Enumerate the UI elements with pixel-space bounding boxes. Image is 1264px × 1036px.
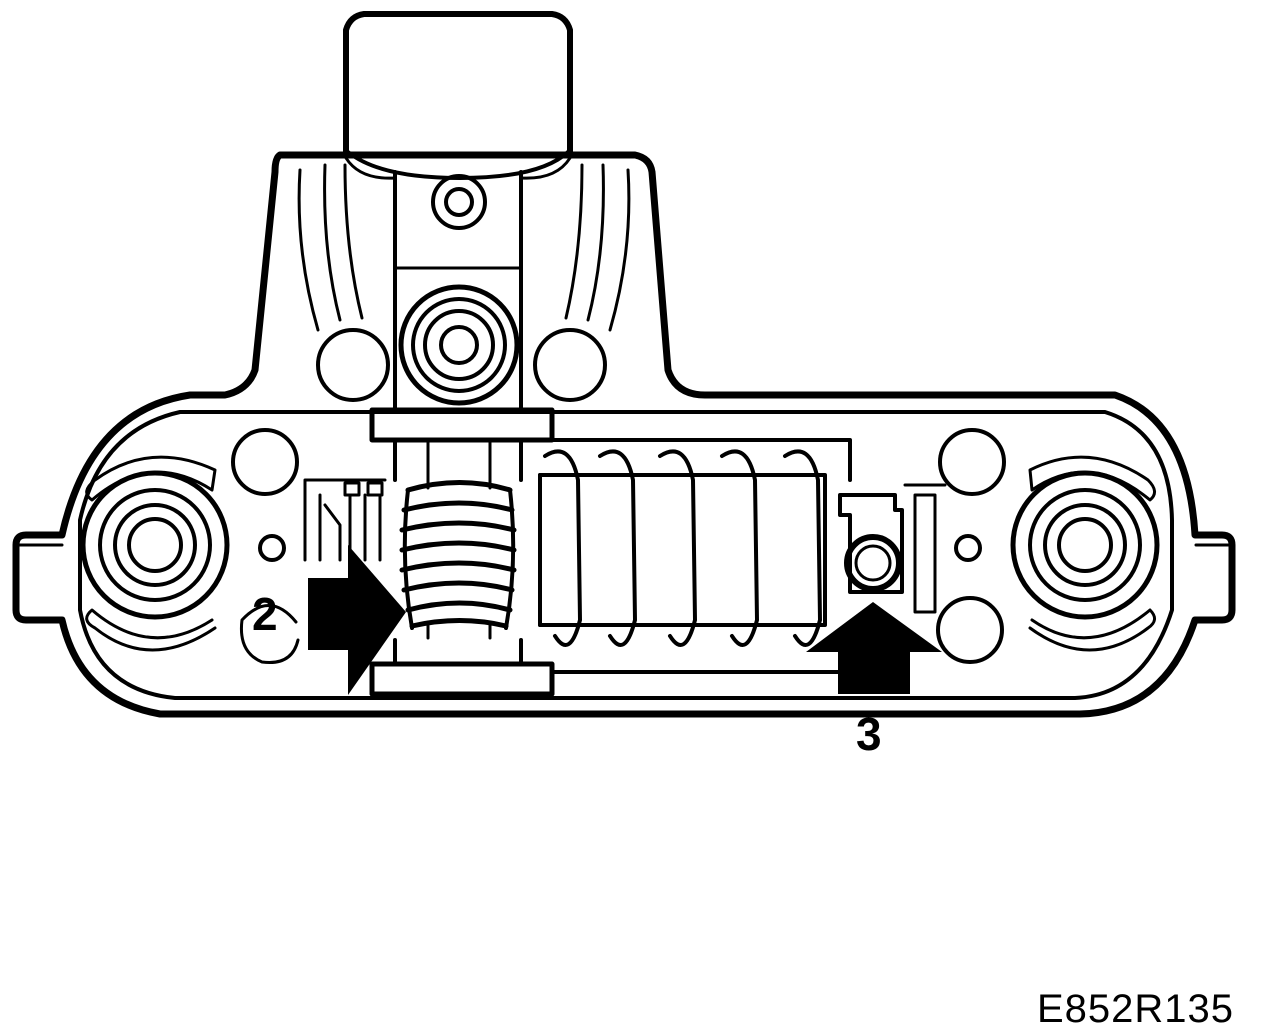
top-bolt-inner bbox=[444, 187, 474, 217]
inner-base-outline bbox=[78, 410, 1174, 700]
callout-2-label: 2 bbox=[252, 588, 278, 640]
center-bolt-ring-3 bbox=[423, 309, 495, 381]
arrow-callout-3 bbox=[806, 602, 942, 694]
center-bolt-hole bbox=[439, 325, 479, 365]
center-bolt-ring-2 bbox=[411, 297, 507, 393]
right-sensor-bracket bbox=[838, 483, 947, 614]
housing-fluting bbox=[297, 156, 631, 332]
housing-outline bbox=[12, 151, 1236, 718]
left-upper-hole bbox=[316, 328, 390, 402]
right-upper-hole bbox=[533, 328, 607, 402]
worm-gear bbox=[369, 407, 555, 697]
left-mount bbox=[16, 428, 300, 665]
worm-shaft bbox=[538, 438, 852, 696]
arrow-callout-2 bbox=[308, 545, 406, 695]
right-mount bbox=[936, 428, 1232, 664]
figure-reference-code: E852R135 bbox=[1036, 987, 1234, 1031]
callout-3-label: 3 bbox=[856, 708, 882, 760]
center-bolt-ring-1 bbox=[398, 284, 520, 406]
center-block bbox=[316, 170, 607, 412]
top-bolt-outer bbox=[431, 174, 487, 230]
left-bracket bbox=[303, 478, 387, 562]
